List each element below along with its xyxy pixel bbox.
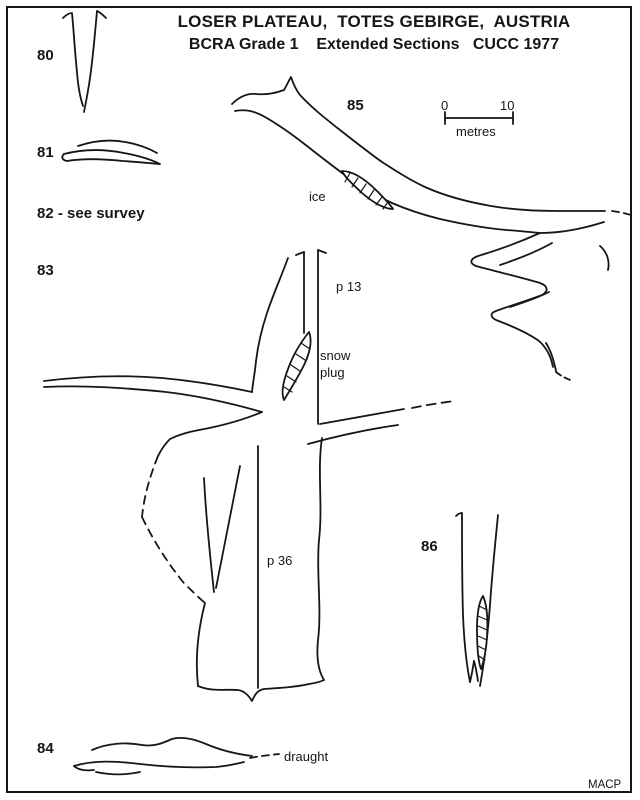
cave-86-inner-prong-b <box>473 660 479 682</box>
cave-85-zigzag-wall-b3 <box>545 342 557 372</box>
cave-85-upper-wall <box>231 76 606 212</box>
cave-85-section <box>231 76 635 382</box>
cave-83-floor <box>197 679 325 702</box>
cave-85-lower-wall <box>234 109 605 234</box>
cave-83-upper-left-wall <box>251 257 289 393</box>
scale-bar-unit-label: metres <box>456 124 496 139</box>
title-line-1: LOSER PLATEAU, TOTES GEBIRGE, AUSTRIA <box>177 12 571 31</box>
cave-81-left-hook <box>61 153 68 162</box>
cave-83-rock-blade-a <box>215 465 241 589</box>
section-label-86: 86 <box>421 538 438 555</box>
cave-80-right-wall <box>83 10 98 113</box>
section-label-83: 83 <box>37 262 54 279</box>
title-line-2: BCRA Grade 1 Extended Sections CUCC 1977 <box>188 36 560 53</box>
cave-83-right-wall <box>316 437 325 681</box>
draught-annotation: draught <box>284 749 329 764</box>
cave-84-upper-wall <box>91 736 253 757</box>
cave-83-dashed-wall-1 <box>141 455 159 518</box>
cave-83-left-passage-lower <box>43 385 263 413</box>
section-label-82-see-survey: 82 - see survey <box>37 205 145 222</box>
cave-81-lens-top <box>63 149 161 165</box>
cave-80-top-hook <box>96 10 107 19</box>
cave-83-section <box>43 249 455 702</box>
cave-84-left-hook <box>73 765 95 772</box>
cave-86-inner-prong-a <box>469 660 475 683</box>
cave-85-zigzag-wall-a <box>470 232 554 368</box>
section-label-80: 80 <box>37 47 54 64</box>
cave-86-section <box>455 512 499 687</box>
cave-85-upper-dashes <box>611 210 635 217</box>
cave-86-left-wall <box>461 512 471 683</box>
cave-80-section <box>62 10 107 113</box>
sheet-title: LOSER PLATEAU, TOTES GEBIRGE, AUSTRIA BC… <box>118 12 630 54</box>
cave-83-left-passage-upper <box>43 375 253 393</box>
cave-83-lower-left-wall <box>195 602 206 687</box>
snow-plug-hatching <box>283 342 311 393</box>
cave-84-draught-dashes <box>249 753 280 759</box>
cave-84-lower-squiggle <box>95 771 141 776</box>
cave-85-zigzag-wall-b1 <box>499 242 553 266</box>
cave-86-left-top-hook <box>455 512 463 517</box>
cave-85-zigzag-end-dashes <box>555 371 574 382</box>
scale-bar-end-label: 10 <box>500 98 515 113</box>
snow-plug-outline <box>281 331 312 401</box>
cave-80-left-wall <box>62 12 84 107</box>
ice-annotation: ice <box>309 189 326 204</box>
cave-83-top-hook-right <box>317 249 327 254</box>
snow-plug-annotation: snow plug <box>320 348 351 380</box>
cave-84-section <box>73 736 280 776</box>
cave-83-dashed-wall-2 <box>141 516 206 604</box>
pitch-36-annotation: p 36 <box>267 553 293 568</box>
scale-bar-start-label: 0 <box>441 98 449 113</box>
cave-81-section <box>61 139 161 165</box>
border-frame <box>6 6 632 793</box>
ice-plug-outline <box>341 170 394 210</box>
cave-86-plug-hatching <box>477 605 488 661</box>
pitch-13-annotation: p 13 <box>336 279 362 294</box>
cave-85-zigzag-wall-b2 <box>509 291 550 308</box>
credit-text: MACP <box>588 779 622 791</box>
section-label-81: 81 <box>37 144 54 161</box>
cave-81-upper-line <box>77 139 158 154</box>
cave-81-lens-bottom <box>66 158 160 165</box>
section-label-84: 84 <box>37 740 54 757</box>
cave-83-right-passage-lower <box>307 424 399 445</box>
scale-bar-lines <box>444 111 514 125</box>
cave-85-right-hook <box>599 245 610 271</box>
cave-83-top-hook-left <box>295 251 305 256</box>
cave-84-lower-wall <box>73 760 245 769</box>
cave-83-floor-slope <box>157 411 263 457</box>
ice-plug-hatching <box>344 172 389 210</box>
cave-83-rock-blade-b <box>203 477 215 593</box>
cave-83-right-passage-upper <box>319 408 405 425</box>
section-label-85: 85 <box>347 97 364 114</box>
cave-83-right-passage-dashes <box>411 400 455 409</box>
